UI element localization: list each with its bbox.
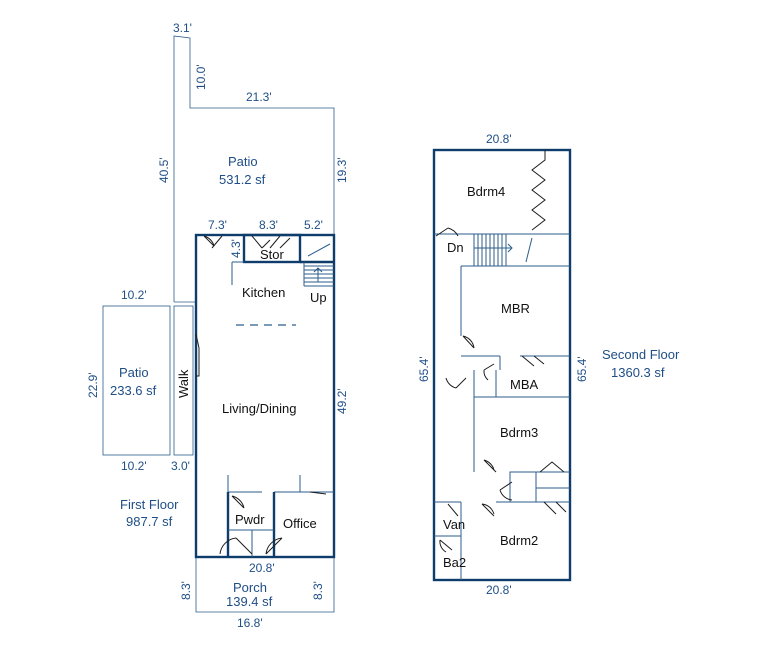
dim-10-2-bot: 10.2'	[121, 459, 147, 473]
dim-5-2: 5.2'	[304, 218, 323, 232]
office-label: Office	[283, 516, 317, 531]
porch-outline	[195, 557, 335, 613]
first-floor-walls	[194, 233, 336, 559]
second-floor-walls	[432, 148, 572, 582]
dn-label: Dn	[447, 240, 464, 255]
dim-8-3: 8.3'	[259, 218, 278, 232]
doors-second-floor	[435, 150, 567, 553]
dim-4-3: 4.3'	[229, 239, 243, 258]
dim-8-3-right: 8.3'	[311, 581, 325, 600]
dim-sf-right: 65.4'	[575, 356, 589, 382]
dim-8-3-left: 8.3'	[179, 581, 193, 600]
dim-49-2: 49.2'	[335, 388, 349, 414]
dim-sf-bottom: 20.8'	[486, 583, 512, 597]
dim-19-3: 19.3'	[335, 157, 349, 183]
patio-side-area: 233.6 sf	[110, 383, 157, 398]
doors-first-floor	[195, 235, 327, 555]
dim-22-9: 22.9'	[86, 372, 100, 398]
porch-area: 139.4 sf	[226, 594, 273, 609]
porch-label: Porch	[233, 580, 267, 595]
bdrm3-label: Bdrm3	[500, 425, 538, 440]
kitchen-label: Kitchen	[242, 285, 285, 300]
pwdr-label: Pwdr	[235, 512, 265, 527]
dim-7-3: 7.3'	[208, 218, 227, 232]
dim-10-0: 10.0'	[194, 64, 208, 90]
walk-label: Walk	[176, 369, 191, 398]
bdrm4-label: Bdrm4	[467, 184, 505, 199]
living-dining-label: Living/Dining	[222, 401, 296, 416]
dim-20-8-first: 20.8'	[249, 561, 275, 575]
patio-top-outline	[173, 35, 335, 302]
walk-outline	[173, 305, 194, 456]
first-floor-title: First Floor	[120, 497, 179, 512]
patio-top-area: 531.2 sf	[219, 172, 266, 187]
patio-top-label: Patio	[228, 154, 258, 169]
dim-sf-top: 20.8'	[486, 132, 512, 146]
dim-3-1: 3.1'	[173, 21, 192, 35]
stair-up-treads	[304, 265, 334, 287]
mbr-label: MBR	[501, 301, 530, 316]
stor-walls	[242, 233, 302, 264]
van-label: Van	[443, 517, 465, 532]
bdrm2-label: Bdrm2	[500, 533, 538, 548]
stair-down-treads	[473, 234, 513, 266]
second-floor: 20.8' 65.4' 65.4' 20.8' Bdrm4 Dn MBR MBA…	[417, 132, 680, 597]
second-floor-title: Second Floor	[602, 347, 680, 362]
dim-10-2-top: 10.2'	[121, 288, 147, 302]
dim-16-8: 16.8'	[237, 616, 263, 630]
patio-side-outline	[102, 305, 171, 456]
dim-21-3: 21.3'	[246, 90, 272, 104]
mba-label: MBA	[510, 377, 539, 392]
dim-sf-left: 65.4'	[417, 356, 431, 382]
dim-3-0: 3.0'	[171, 459, 190, 473]
first-floor-area: 987.7 sf	[126, 514, 173, 529]
dim-40-5: 40.5'	[157, 157, 171, 183]
up-label: Up	[310, 290, 327, 305]
first-floor: 3.1' 10.0' 21.3' 40.5' 19.3' 7.3' 8.3' 5…	[86, 21, 349, 630]
patio-side-label: Patio	[119, 365, 149, 380]
stor-label: Stor	[260, 247, 285, 262]
second-floor-area: 1360.3 sf	[611, 365, 665, 380]
ba2-label: Ba2	[443, 555, 466, 570]
